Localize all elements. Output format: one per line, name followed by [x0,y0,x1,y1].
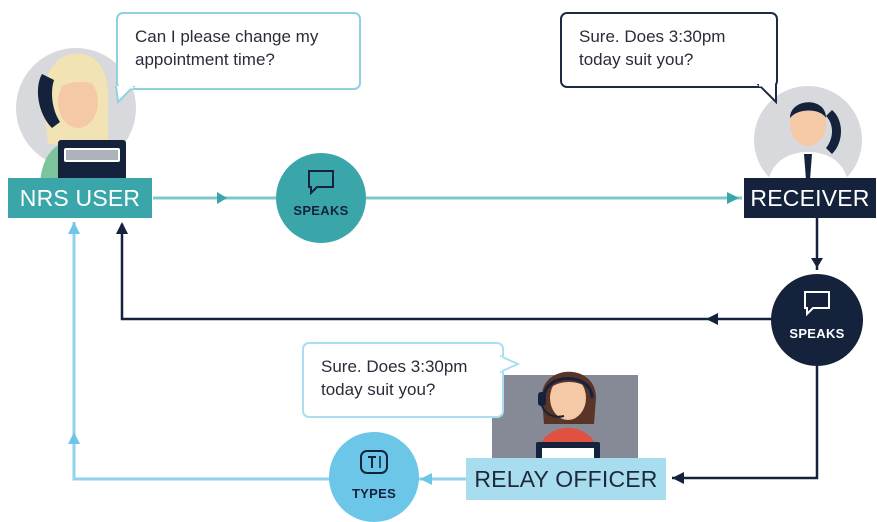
nrs-user-avatar [16,48,136,184]
line-speaks-to-relay [672,366,819,480]
arrowhead-user-to-speaks [217,192,227,204]
arrowhead-speaks-left [706,313,718,325]
receiver-avatar [754,86,862,184]
arrowhead-up-light-top [68,222,80,234]
user-speaks-circle: SPEAKS [276,153,366,243]
relay-types-label: TYPES [351,486,397,501]
receiver-bubble-tail [756,84,777,104]
relay-officer-avatar [534,371,602,468]
receiver-speaks-circle: SPEAKS [771,274,863,366]
relay-bubble-tail [500,354,521,374]
arrowhead-up-to-user [116,222,128,234]
receiver-speech-text: Sure. Does 3:30pm today suit you? [579,27,726,69]
nrs-user-label-text: NRS USER [19,184,141,211]
arrowhead-up-light [68,432,80,444]
line-speaks-to-user [120,224,772,321]
receiver-speech-bubble: Sure. Does 3:30pm today suit you? [560,12,778,88]
relay-officer-label-text: RELAY OFFICER [474,465,658,492]
relay-officer-label: RELAY OFFICER [466,458,666,500]
speech-bubble-icon [308,170,334,195]
nrs-user-label: NRS USER [8,178,152,218]
relay-officer-speech-bubble: Sure. Does 3:30pm today suit you? [302,342,504,418]
nrs-user-bubble-tail [114,86,136,104]
line-types-to-user [72,222,330,481]
receiver-speaks-label: SPEAKS [789,326,845,341]
nrs-user-speech-text: Can I please change my appointment time? [135,27,319,69]
speech-bubble-icon [804,291,830,316]
text-cursor-icon [360,450,388,474]
nrs-user-speech-bubble: Can I please change my appointment time? [116,12,361,90]
arrowhead-speaks-to-receiver [727,192,739,204]
user-speaks-label: SPEAKS [293,203,349,218]
arrowhead-into-relay [672,472,684,484]
receiver-label: RECEIVER [744,178,876,218]
relay-types-circle: TYPES [329,432,419,522]
arrowhead-into-types [420,473,432,485]
arrowhead-receiver-to-speaks [811,258,823,268]
relay-officer-speech-text: Sure. Does 3:30pm today suit you? [321,357,468,399]
receiver-label-text: RECEIVER [750,184,870,211]
